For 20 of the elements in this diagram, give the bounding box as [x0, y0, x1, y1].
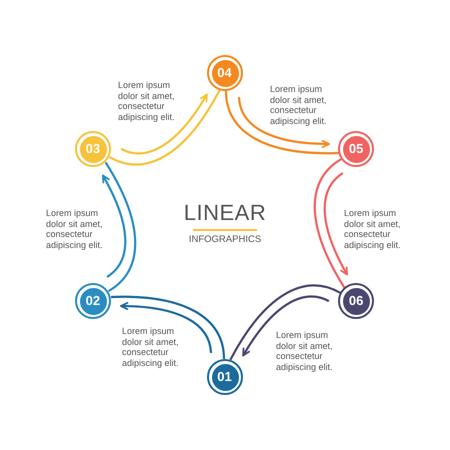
double-curved-arrow	[110, 296, 226, 360]
double-curved-arrow	[229, 284, 342, 361]
description-text: Lorem ipsum dolor sit amet, consectetur adipiscing elit.	[46, 208, 104, 250]
step-number-circle: 03	[74, 130, 111, 166]
double-curved-arrow	[224, 90, 340, 154]
step-number-circle: 05	[338, 130, 374, 166]
double-curved-arrow	[102, 161, 136, 292]
step-number-circle: 01	[206, 358, 242, 394]
description-text: Lorem ipsum dolor sit amet, consectetur adipiscing elit.	[344, 208, 402, 250]
step-number-circle: 04	[206, 54, 242, 90]
step-number-circle: 02	[74, 282, 111, 318]
step-number-circle: 06	[338, 282, 374, 318]
description-text: Lorem ipsum dolor sit amet, consectetur adipiscing elit.	[118, 80, 176, 122]
description-text: Lorem ipsum dolor sit amet, consectetur adipiscing elit.	[276, 330, 334, 372]
double-curved-arrow	[108, 89, 221, 166]
description-text: Lorem ipsum dolor sit amet, consectetur adipiscing elit.	[270, 84, 328, 126]
subtitle-text: INFOGRAPHICS	[188, 234, 262, 245]
description-text: Lorem ipsum dolor sit amet, consectetur adipiscing elit.	[122, 326, 180, 368]
double-curved-arrow	[314, 158, 348, 289]
title-text: LINEAR	[182, 201, 268, 225]
